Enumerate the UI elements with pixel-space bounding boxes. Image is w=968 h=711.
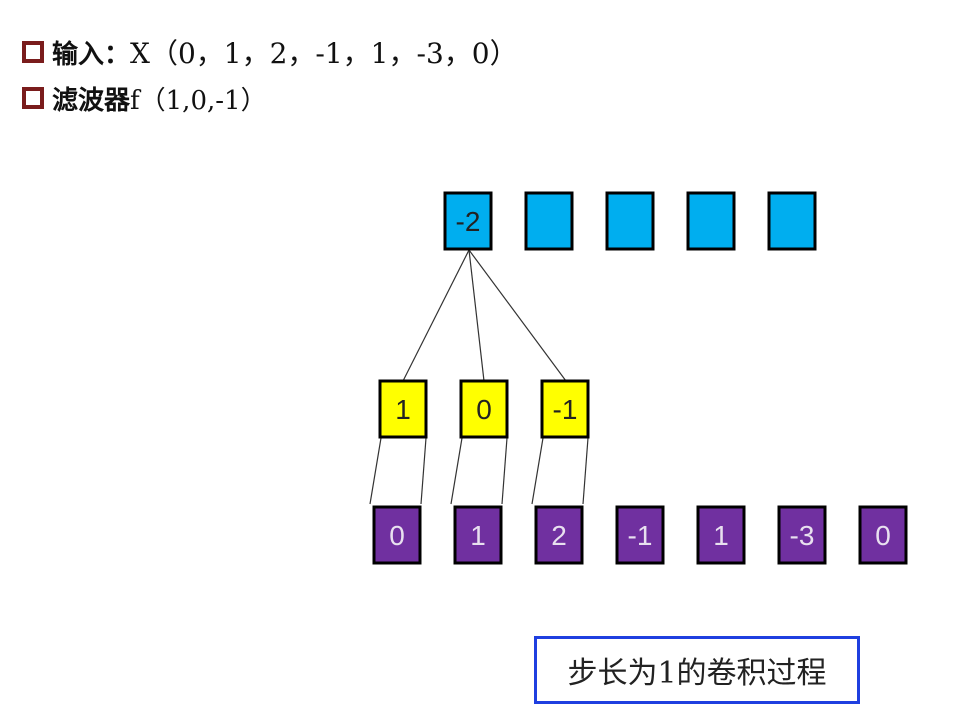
input-cell-rect [534, 505, 584, 565]
output-cell-rect [605, 191, 655, 251]
input-cell: 2 [534, 505, 584, 565]
filter-cell-value: -1 [553, 394, 578, 425]
connector-line [501, 437, 508, 505]
input-cell: -3 [777, 505, 827, 565]
input-cell: 1 [453, 505, 503, 565]
connector-line [468, 249, 567, 382]
connector-line [369, 437, 382, 505]
connector-line [420, 437, 427, 505]
filter-cell-rect [540, 379, 590, 439]
filter-cell-rect [459, 379, 509, 439]
input-cell-rect [696, 505, 746, 565]
caption-box: 步长为1的卷积过程 [534, 636, 860, 704]
output-cell-rect [767, 191, 817, 251]
input-cell: 1 [696, 505, 746, 565]
filter-cell: 1 [378, 379, 428, 439]
input-value: X（0，1，2，-1，1，-3，0） [130, 37, 518, 70]
output-cell: -2 [443, 191, 493, 251]
connector-line [402, 249, 470, 382]
filter-cell: -1 [540, 379, 590, 439]
output-cell [686, 191, 736, 251]
output-cell-value: -2 [456, 206, 481, 237]
filter-line: 滤波器 f（1,0,-1） [22, 78, 267, 118]
input-cell-value: 2 [551, 520, 567, 551]
input-line: 输入： X（0，1，2，-1，1，-3，0） [22, 32, 518, 72]
bullet-square-icon [22, 41, 44, 63]
input-cell-rect [453, 505, 503, 565]
input-cell-value: -3 [790, 520, 815, 551]
output-cell [767, 191, 817, 251]
output-cell-rect [524, 191, 574, 251]
input-label: 输入： [52, 39, 131, 70]
output-cell-rect [443, 191, 493, 251]
output-cell [524, 191, 574, 251]
input-cell: 0 [858, 505, 908, 565]
input-cell-value: 1 [713, 520, 729, 551]
connector-line [531, 437, 544, 505]
input-cell-value: 0 [875, 520, 891, 551]
input-cell-rect [615, 505, 665, 565]
input-cell-value: 0 [389, 520, 405, 551]
filter-label: 滤波器 [52, 85, 131, 116]
filter-cell-value: 1 [395, 394, 411, 425]
input-cell-value: -1 [628, 520, 653, 551]
input-row: 0 1 2 -1 1 -3 0 [372, 505, 908, 565]
filter-cell-value: 0 [476, 394, 492, 425]
input-cell-rect [777, 505, 827, 565]
input-cell-value: 1 [470, 520, 486, 551]
input-cell-rect [858, 505, 908, 565]
connector-line [582, 437, 589, 505]
connector-line [450, 437, 463, 505]
filter-cell-rect [378, 379, 428, 439]
output-cell [605, 191, 655, 251]
output-row: -2 [443, 191, 817, 251]
input-cell-rect [372, 505, 422, 565]
output-cell-rect [686, 191, 736, 251]
input-cell: -1 [615, 505, 665, 565]
connector-line [468, 249, 485, 382]
filter-value: f（1,0,-1） [130, 85, 267, 116]
input-cell: 0 [372, 505, 422, 565]
connector-lines [369, 249, 589, 505]
filter-cell: 0 [459, 379, 509, 439]
bullet-square-icon [22, 87, 44, 109]
filter-row: 1 0 -1 [378, 379, 590, 439]
